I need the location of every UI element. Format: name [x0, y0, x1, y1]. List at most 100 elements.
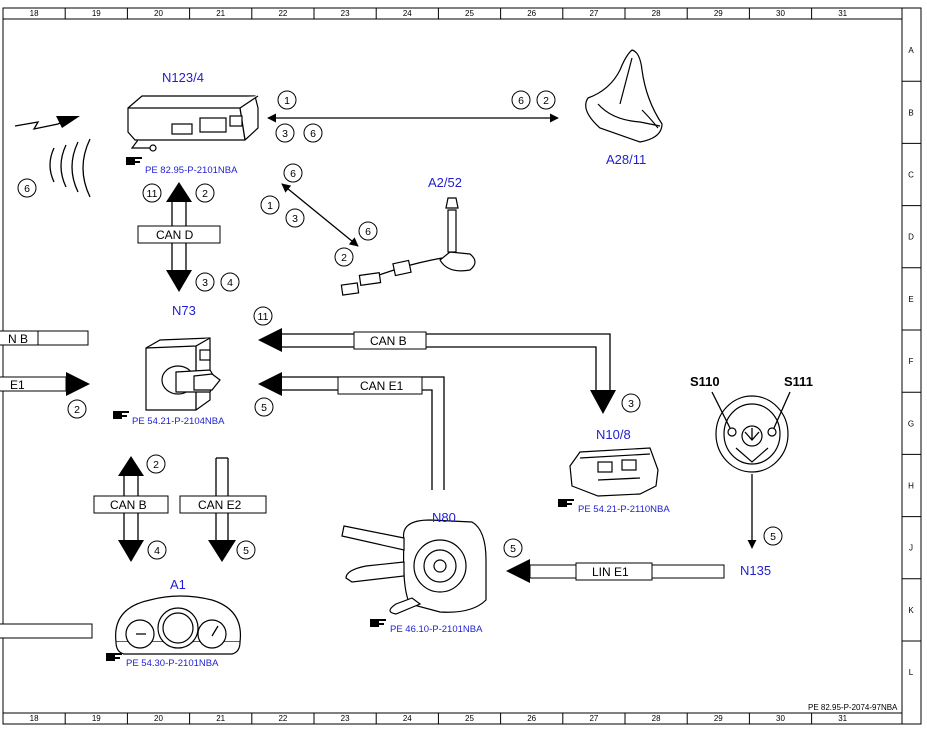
s111-label: S111	[784, 374, 813, 389]
step-marker: 2	[67, 399, 87, 419]
a1-instrument-cluster	[115, 595, 242, 655]
column-number: 21	[216, 9, 225, 18]
svg-text:PE 54.21-P-2104NBA: PE 54.21-P-2104NBA	[132, 416, 225, 427]
column-number: 29	[714, 714, 723, 723]
n80-steering-column-module	[341, 519, 487, 615]
svg-text:3: 3	[628, 398, 634, 410]
step-marker: 2	[334, 247, 354, 267]
column-number: 18	[30, 714, 39, 723]
row-letter: D	[908, 233, 914, 242]
step-marker: 11	[142, 183, 162, 203]
step-marker: 2	[536, 90, 556, 110]
step-marker: 6	[303, 123, 323, 143]
n123-4-module	[127, 95, 259, 152]
column-number: 28	[652, 714, 661, 723]
svg-text:6: 6	[310, 128, 316, 140]
document-reference: PE 82.95-P-2074-97NBA	[808, 703, 898, 712]
s110-label: S110	[690, 374, 720, 389]
svg-text:2: 2	[341, 252, 347, 264]
column-number: 20	[154, 714, 163, 723]
step-marker: 3	[621, 393, 641, 413]
a2-52-antenna	[340, 197, 476, 296]
step-marker: 6	[358, 221, 378, 241]
row-letter: H	[908, 482, 914, 491]
n73-label: N73	[172, 303, 196, 318]
steering-wheel	[711, 391, 791, 473]
step-marker: 3	[285, 208, 305, 228]
can-d-label: CAN D	[156, 228, 194, 242]
svg-text:2: 2	[153, 459, 159, 471]
column-number: 31	[838, 9, 847, 18]
step-marker: 5	[236, 540, 256, 560]
row-letter: A	[908, 46, 914, 55]
step-marker: 3	[275, 123, 295, 143]
row-letter: C	[908, 171, 914, 180]
step-marker: 2	[195, 183, 215, 203]
step-marker: 1	[260, 195, 280, 215]
column-number: 28	[652, 9, 661, 18]
column-number: 30	[776, 9, 785, 18]
row-letter: B	[908, 108, 913, 117]
lin-e1-line	[506, 559, 725, 583]
can-b-top-line	[258, 328, 616, 414]
svg-text:3: 3	[202, 277, 208, 289]
step-marker: 6	[283, 163, 303, 183]
column-number: 26	[527, 714, 536, 723]
n10-8-label: N10/8	[596, 427, 631, 442]
wireless-signal-icon	[14, 116, 91, 198]
column-number: 30	[776, 714, 785, 723]
svg-text:5: 5	[510, 543, 516, 555]
column-number: 20	[154, 9, 163, 18]
svg-text:11: 11	[258, 311, 269, 323]
row-letter: K	[908, 606, 914, 615]
svg-text:4: 4	[227, 277, 233, 289]
svg-text:3: 3	[292, 213, 298, 225]
svg-text:11: 11	[147, 188, 158, 200]
n80-label: N80	[432, 510, 456, 525]
can-e1-top-label: CAN E1	[360, 379, 404, 393]
row-letter: G	[908, 419, 914, 428]
svg-text:2: 2	[202, 188, 208, 200]
pe-ref-n10-8: PE 54.21-P-2110NBA	[558, 499, 670, 515]
step-marker: 5	[503, 538, 523, 558]
pe-ref-n123-4: PE 82.95-P-2101NBA	[126, 157, 238, 176]
can-b-bottom-arrow	[93, 456, 169, 562]
svg-text:6: 6	[518, 95, 524, 107]
a1-label: A1	[170, 577, 186, 592]
column-number: 23	[341, 9, 350, 18]
step-marker: 4	[220, 272, 240, 292]
column-number: 24	[403, 714, 412, 723]
n73-ignition-switch	[145, 337, 221, 411]
can-b-bottom-label: CAN B	[110, 498, 147, 512]
step-marker: 2	[146, 454, 166, 474]
column-number: 22	[278, 9, 287, 18]
step-marker: 4	[147, 540, 167, 560]
svg-text:4: 4	[154, 545, 160, 557]
pointing-hand-icon	[126, 157, 142, 165]
step-marker: 6	[511, 90, 531, 110]
left-can-e1-stub	[0, 372, 90, 396]
pointing-hand-icon	[113, 411, 129, 419]
pointing-hand-icon	[106, 653, 122, 661]
pointing-hand-icon	[370, 619, 386, 627]
lin-e1-label: LIN E1	[592, 565, 629, 579]
left-can-b-stub	[0, 330, 89, 346]
svg-text:5: 5	[243, 545, 249, 557]
svg-text:5: 5	[261, 402, 267, 414]
can-d-arrow	[137, 182, 221, 292]
row-letter: E	[908, 295, 913, 304]
column-number: 19	[92, 714, 101, 723]
svg-text:1: 1	[284, 95, 290, 107]
column-number: 18	[30, 9, 39, 18]
svg-text:PE 46.10-P-2101NBA: PE 46.10-P-2101NBA	[390, 624, 483, 635]
pointing-hand-icon	[558, 499, 574, 507]
left-can-b-label: N B	[8, 332, 28, 346]
svg-text:2: 2	[74, 404, 80, 416]
n135-label: N135	[740, 563, 771, 578]
column-number: 25	[465, 9, 474, 18]
